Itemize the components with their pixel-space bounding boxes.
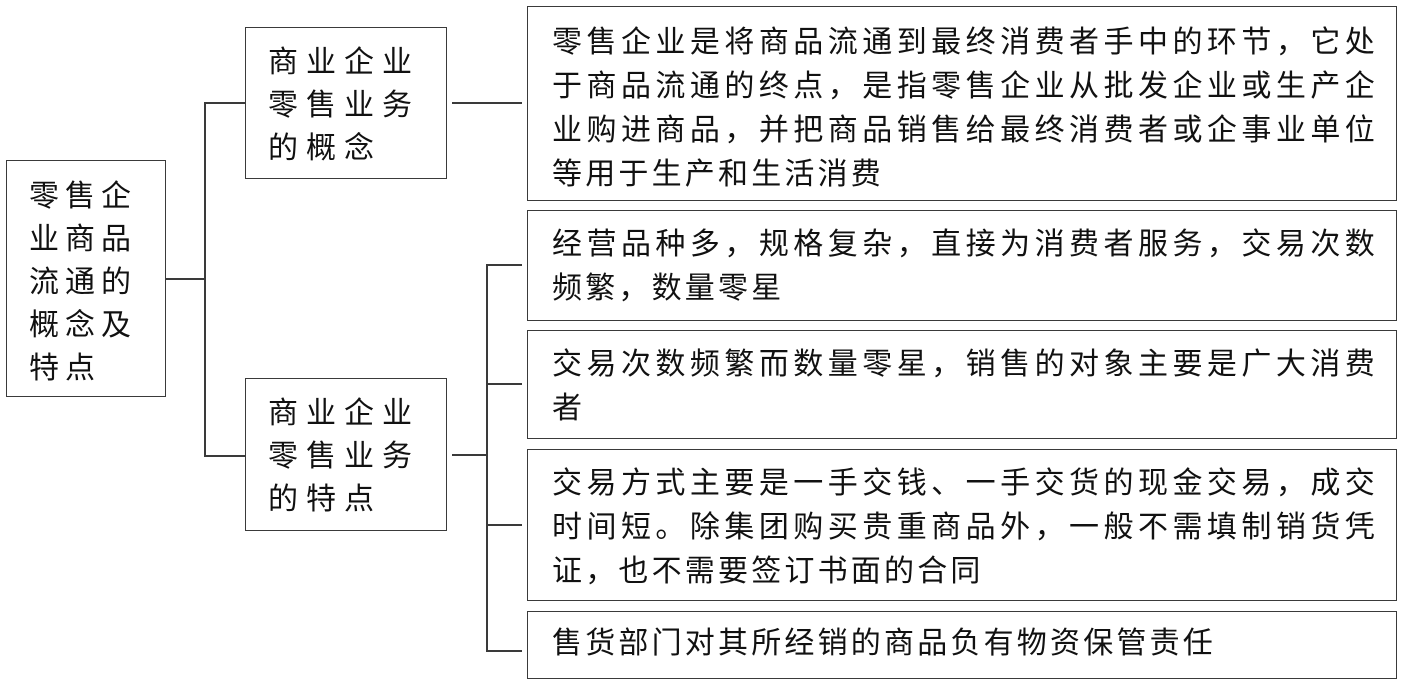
leaf-concept-definition-text: 零售企业是将商品流通到最终消费者手中的环节，它处于商品流通的终点，是指零售企业从…: [552, 25, 1378, 192]
branch-node-concept-label: 商业企业零售业务的概念: [268, 45, 420, 166]
connector-to-leaf-2-1: [486, 264, 522, 266]
connector-to-leaf-2-4: [486, 650, 522, 652]
branch-node-concept: 商业企业零售业务的概念: [245, 27, 447, 179]
leaf-feature-4-text: 售货部门对其所经销的商品负有物资保管责任: [552, 626, 1216, 661]
connector-to-leaf-2-3: [486, 524, 522, 526]
connector-branch-2-out: [452, 454, 487, 456]
connector-to-leaf-2-2: [486, 383, 522, 385]
connector-leaf-spine: [486, 264, 488, 650]
leaf-feature-3: 交易方式主要是一手交钱、一手交货的现金交易，成交时间短。除集团购买贵重商品外，一…: [527, 449, 1397, 601]
connector-branch-1-to-leaf: [452, 102, 522, 104]
leaf-concept-definition: 零售企业是将商品流通到最终消费者手中的环节，它处于商品流通的终点，是指零售企业从…: [527, 6, 1397, 201]
leaf-feature-1: 经营品种多，规格复杂，直接为消费者服务，交易次数频繁，数量零星: [527, 210, 1397, 321]
root-node-label: 零售企业商品流通的概念及特点: [29, 179, 137, 386]
leaf-feature-1-text: 经营品种多，规格复杂，直接为消费者服务，交易次数频繁，数量零星: [552, 227, 1378, 306]
connector-root-out: [166, 278, 205, 280]
leaf-feature-3-text: 交易方式主要是一手交钱、一手交货的现金交易，成交时间短。除集团购买贵重商品外，一…: [552, 466, 1378, 589]
leaf-feature-4: 售货部门对其所经销的商品负有物资保管责任: [527, 611, 1397, 679]
connector-branch-spine: [204, 102, 206, 456]
root-node: 零售企业商品流通的概念及特点: [6, 160, 166, 397]
branch-node-features-label: 商业企业零售业务的特点: [268, 396, 420, 517]
branch-node-features: 商业企业零售业务的特点: [245, 378, 447, 531]
leaf-feature-2: 交易次数频繁而数量零星，销售的对象主要是广大消费者: [527, 330, 1397, 439]
connector-to-branch-2: [204, 455, 245, 457]
leaf-feature-2-text: 交易次数频繁而数量零星，销售的对象主要是广大消费者: [552, 347, 1378, 426]
connector-to-branch-1: [204, 102, 245, 104]
